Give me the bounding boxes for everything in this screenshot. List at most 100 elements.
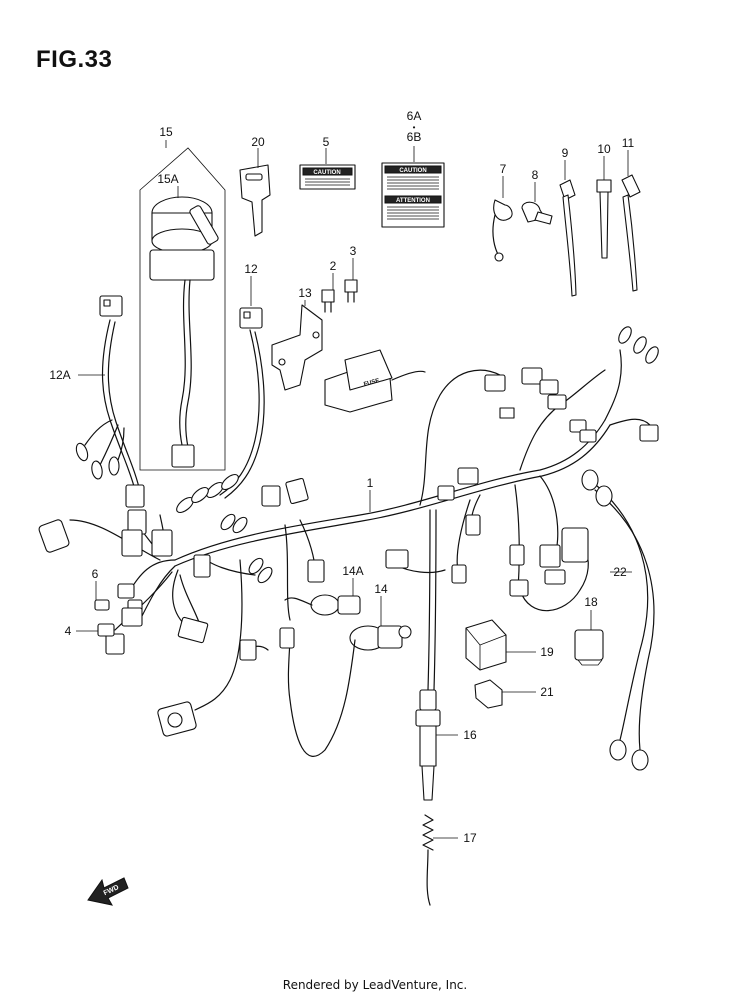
terminal-4 bbox=[97, 623, 115, 637]
caution-label-header bbox=[302, 167, 353, 176]
multi-pin-connector bbox=[561, 527, 589, 563]
fuse-3 bbox=[344, 279, 358, 303]
callout-2: 2 bbox=[330, 259, 337, 273]
connector bbox=[569, 419, 587, 433]
callout-18: 18 bbox=[584, 595, 598, 609]
callout-6a: 6A bbox=[407, 109, 422, 123]
caution-label-6: CAUTION bbox=[299, 164, 356, 190]
connector bbox=[465, 514, 481, 536]
callout-14: 14 bbox=[374, 582, 388, 596]
callout-1: 1 bbox=[367, 476, 374, 490]
attention-header bbox=[384, 195, 442, 204]
key-21 bbox=[239, 164, 271, 237]
cable-tie-9 bbox=[559, 179, 577, 297]
sensor-16 bbox=[415, 689, 441, 801]
bullet-terminal bbox=[232, 516, 248, 534]
callout-bullet: • bbox=[413, 123, 416, 132]
connector bbox=[239, 639, 257, 661]
callout-13: 13 bbox=[298, 286, 312, 300]
sub-harness-12 bbox=[176, 307, 265, 514]
callout-14a: 14A bbox=[342, 564, 363, 578]
callout-5: 6 bbox=[92, 567, 99, 581]
connector bbox=[385, 549, 409, 569]
round-connector bbox=[38, 519, 70, 553]
bullet-terminal bbox=[633, 336, 647, 354]
connector bbox=[121, 529, 143, 557]
relay-19 bbox=[465, 619, 507, 671]
bullet-terminal bbox=[108, 456, 120, 476]
terminal-cap bbox=[595, 485, 613, 507]
ignition-switch-mount bbox=[149, 249, 215, 281]
leader-lines bbox=[76, 140, 632, 839]
callout-15a: 15A bbox=[157, 172, 178, 186]
sensor-14a bbox=[284, 594, 361, 616]
sensor-14a-body bbox=[310, 594, 340, 616]
caution-label-text: CAUTION bbox=[313, 170, 340, 176]
bullet-terminal bbox=[645, 346, 659, 364]
callout-12a: 12A bbox=[49, 368, 70, 382]
caution-header bbox=[384, 165, 442, 174]
bullet-terminal bbox=[91, 460, 103, 480]
ignition-key bbox=[189, 205, 219, 245]
sensor-14 bbox=[279, 625, 412, 757]
connector bbox=[285, 477, 309, 505]
connector-12-pin bbox=[243, 311, 251, 319]
connector bbox=[509, 579, 529, 597]
connector bbox=[151, 529, 173, 557]
connector-cluster-upper-right bbox=[484, 326, 659, 443]
connector bbox=[451, 564, 467, 584]
group-bracket-15 bbox=[139, 147, 226, 471]
connector bbox=[484, 374, 506, 392]
connector bbox=[579, 429, 597, 443]
figure-title: FIG.33 bbox=[36, 46, 113, 73]
connector bbox=[544, 569, 566, 585]
attention-header-text: ATTENTION bbox=[396, 198, 430, 204]
sensor-16-tip bbox=[421, 765, 435, 801]
bullet-terminal bbox=[221, 473, 239, 491]
sensor-14-housing bbox=[377, 625, 403, 649]
connector-12a-top bbox=[99, 295, 123, 317]
callout-8: 8 bbox=[532, 168, 539, 182]
callout-labels: 15 15A 20 5 6A • 6B 7 8 9 10 11 2 3 12 1… bbox=[49, 109, 634, 845]
cable-tie-11 bbox=[621, 174, 641, 292]
connector bbox=[457, 467, 479, 485]
sub-harness-12a bbox=[75, 295, 147, 535]
connector bbox=[539, 379, 559, 395]
caution-attention-label-6a-6b: CAUTION ATTENTION bbox=[381, 162, 445, 228]
connector bbox=[261, 485, 281, 507]
cable-tie-10-head bbox=[596, 179, 612, 193]
callout-7: 7 bbox=[500, 162, 507, 176]
connector-12 bbox=[239, 307, 263, 329]
forward-arrow-icon: FWD bbox=[87, 877, 129, 906]
connector bbox=[499, 407, 515, 419]
fuse-3-body bbox=[344, 279, 358, 293]
connector bbox=[279, 627, 295, 649]
callout-6: 5 bbox=[323, 135, 330, 149]
callout-12: 12 bbox=[244, 262, 258, 276]
callout-10: 10 bbox=[597, 142, 611, 156]
connector bbox=[639, 424, 659, 442]
connector bbox=[121, 607, 143, 627]
spring-17 bbox=[422, 814, 434, 906]
cable-tie-10 bbox=[596, 179, 612, 259]
terminal-cap bbox=[631, 749, 649, 771]
ignition-connector bbox=[171, 444, 195, 468]
callout-3: 3 bbox=[350, 244, 357, 258]
callout-9: 9 bbox=[562, 146, 569, 160]
relay-18-body bbox=[574, 629, 604, 661]
fuse-box: FUSE bbox=[324, 349, 426, 413]
connector bbox=[437, 485, 455, 501]
callout-19: 19 bbox=[540, 645, 554, 659]
clamp-8 bbox=[521, 201, 553, 225]
fuse-2-body bbox=[321, 289, 335, 303]
ignition-switch-group bbox=[139, 147, 226, 471]
sensor-16-hex bbox=[415, 709, 441, 727]
callout-11: 11 bbox=[622, 136, 635, 150]
lead-22 bbox=[581, 469, 655, 771]
connector bbox=[117, 583, 135, 599]
connector bbox=[547, 394, 567, 410]
connector bbox=[193, 554, 211, 578]
callout-16: 16 bbox=[463, 728, 477, 742]
connector bbox=[539, 544, 561, 568]
